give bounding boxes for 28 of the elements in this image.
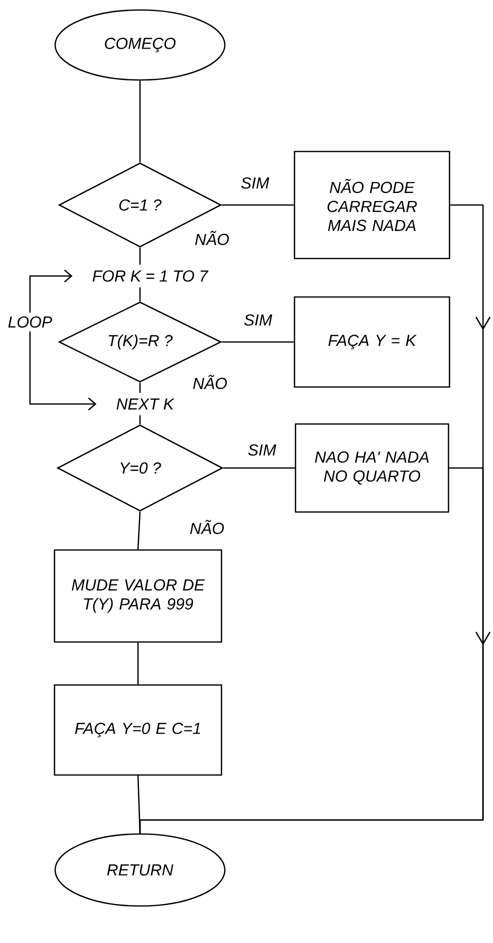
connector-line bbox=[222, 341, 294, 343]
process-box: FAÇA Y=0 E C=1 bbox=[54, 684, 222, 776]
connector-line bbox=[139, 80, 141, 162]
connector-line bbox=[223, 467, 295, 469]
arrow bbox=[29, 331, 96, 410]
loop-label: LOOP bbox=[4, 313, 56, 331]
connector-line bbox=[139, 415, 141, 424]
process-box: MUDE VALOR DE T(Y) PARA 999 bbox=[54, 549, 222, 643]
edge-label: NÃO bbox=[188, 518, 226, 536]
connector-line bbox=[137, 642, 139, 684]
process-box: NAO HA' NADA NO QUARTO bbox=[294, 423, 450, 513]
terminal-oval: RETURN bbox=[54, 833, 226, 907]
arrow bbox=[139, 467, 491, 834]
process-box: NÃO PODE CARREGAR MAIS NADA bbox=[294, 150, 450, 260]
arrow bbox=[29, 270, 72, 313]
connector-line bbox=[139, 382, 141, 393]
process-box: FAÇA Y = K bbox=[294, 296, 450, 388]
edge-label: SIM bbox=[242, 313, 274, 327]
edge-label: SIM bbox=[240, 176, 270, 190]
connector-line bbox=[137, 512, 141, 550]
terminal-oval: COMEÇO bbox=[54, 9, 226, 81]
statement-text: FOR K = 1 TO 7 bbox=[92, 270, 208, 282]
edge-label: SIM bbox=[246, 443, 278, 457]
connector-line bbox=[139, 248, 141, 265]
statement-text: NEXT K bbox=[116, 398, 174, 410]
connector-line bbox=[139, 287, 141, 302]
connector-line bbox=[222, 204, 294, 206]
connector-line bbox=[137, 776, 141, 834]
